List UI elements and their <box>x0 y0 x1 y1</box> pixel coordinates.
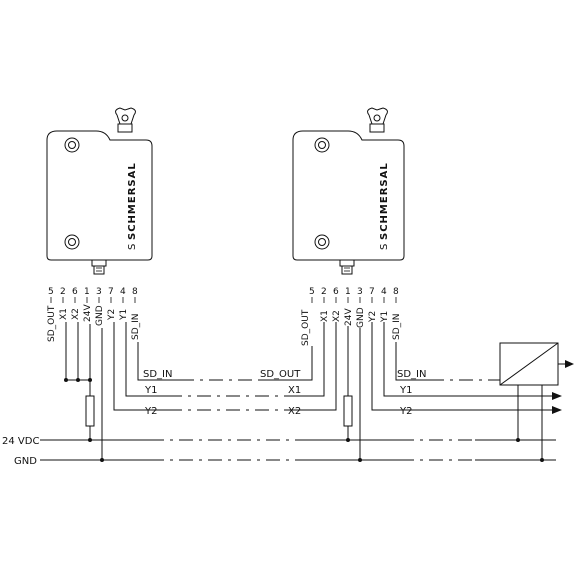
supply-rails: 24 VDC GND <box>2 436 556 467</box>
pin-number: 1 <box>345 287 351 297</box>
pin-signal: X1 <box>59 308 69 320</box>
pin-numbers-right: 5 2 6 1 3 7 4 8 <box>309 287 399 297</box>
mounting-hole-icon <box>314 234 330 250</box>
mounting-hole-icon <box>64 137 80 153</box>
pin-number: 3 <box>96 287 102 297</box>
brand-logo-icon: S <box>127 244 138 250</box>
pin-number: 8 <box>393 287 399 297</box>
pin-number: 6 <box>333 287 339 297</box>
line-label-y2: Y2 <box>144 406 157 417</box>
cross-wiring: SD_IN Y1 Y2 SD_OUT X1 X2 <box>143 369 301 417</box>
pin-signal: SD_IN <box>392 313 402 340</box>
pin-terminals-left <box>50 297 136 303</box>
pin-number: 5 <box>309 287 315 297</box>
line-label-y2: Y2 <box>399 406 412 417</box>
pin-number: 8 <box>132 287 138 297</box>
brand-label: SCHMERSAL <box>379 162 390 240</box>
pin-signal: X1 <box>320 310 330 322</box>
line-label-sd-in: SD_IN <box>143 369 172 380</box>
fuse-icon <box>85 395 95 427</box>
arrow-right-icon <box>552 406 562 414</box>
pin-terminals-right <box>311 297 397 303</box>
pin-signal: SD_OUT <box>47 305 57 342</box>
pin-signal: GND <box>95 305 105 326</box>
pin-number: 4 <box>120 287 126 297</box>
pin-signal: 24V <box>344 308 354 326</box>
pin-signal: X2 <box>332 310 342 322</box>
m12-connector-icon <box>339 259 355 275</box>
pin-number: 6 <box>72 287 78 297</box>
handle-icon <box>367 107 388 133</box>
line-label-y1: Y1 <box>399 385 412 396</box>
pin-number: 7 <box>108 287 114 297</box>
mounting-hole-icon <box>64 234 80 250</box>
pin-number: 7 <box>369 287 375 297</box>
pin-signal: Y2 <box>107 309 117 321</box>
line-label-sd-in: SD_IN <box>397 369 426 380</box>
handle-icon <box>115 107 136 133</box>
m12-connector-icon <box>91 259 107 275</box>
brand-logo-icon: S <box>379 244 390 250</box>
line-label-y1: Y1 <box>144 385 157 396</box>
pin-signal: X2 <box>71 308 81 320</box>
pin-signals-right: SD_OUT X1 X2 24V GND Y2 Y1 SD_IN <box>301 307 402 346</box>
brand-label: SCHMERSAL <box>127 162 138 240</box>
pin-number: 2 <box>321 287 327 297</box>
rail-label-24vdc: 24 VDC <box>2 436 39 447</box>
pin-number: 3 <box>357 287 363 297</box>
arrow-right-icon <box>565 360 574 368</box>
pin-signal: SD_OUT <box>301 309 311 346</box>
safety-switch-right: SCHMERSAL S 5 2 6 1 3 7 4 8 SD_OUT X1 X2… <box>292 107 405 346</box>
safety-relay-module <box>499 342 574 462</box>
line-label-sd-out: SD_OUT <box>260 369 301 380</box>
line-label-x1: X1 <box>288 385 301 396</box>
pin-signal: GND <box>356 307 366 328</box>
pin-signal: 24V <box>83 304 93 322</box>
pin-number: 2 <box>60 287 66 297</box>
pin-signals-left: SD_OUT X1 X2 24V GND Y2 Y1 SD_IN <box>47 304 141 342</box>
arrow-right-icon <box>552 392 562 400</box>
wiring-left <box>64 322 180 462</box>
fuse-icon <box>343 395 353 427</box>
pin-numbers-left: 5 2 6 1 3 7 4 8 <box>48 287 138 297</box>
pin-number: 5 <box>48 287 54 297</box>
pin-number: 4 <box>381 287 387 297</box>
pin-signal: SD_IN <box>131 313 141 340</box>
rail-label-gnd: GND <box>14 456 37 467</box>
pin-signal: Y1 <box>119 309 129 321</box>
line-label-x2: X2 <box>288 406 301 417</box>
safety-switch-left: SCHMERSAL S 5 2 6 1 3 7 4 8 SD_OUT X1 X2 <box>46 107 153 342</box>
pin-signal: Y1 <box>380 311 390 323</box>
mounting-hole-icon <box>314 137 330 153</box>
pin-number: 1 <box>84 287 90 297</box>
switch-body <box>292 130 405 261</box>
switch-body <box>46 130 153 261</box>
pin-signal: Y2 <box>368 311 378 323</box>
